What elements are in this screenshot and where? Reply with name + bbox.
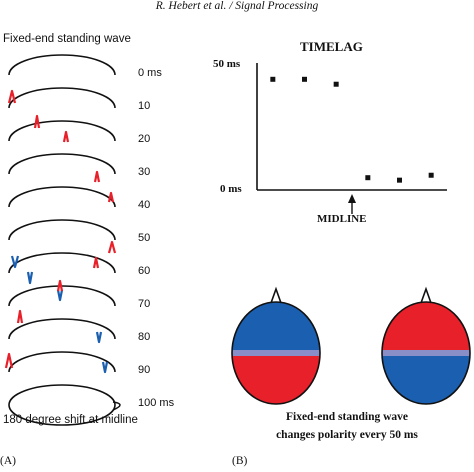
- red-spike: [93, 170, 101, 183]
- panel-a-label: (A): [0, 455, 16, 467]
- head-outline: [231, 301, 321, 405]
- panel-a-title: Fixed-end standing wave: [3, 33, 131, 45]
- head-outline: [381, 301, 471, 405]
- red-spike: [107, 191, 115, 203]
- head-outline-full: [8, 384, 116, 426]
- time-label: 90: [138, 364, 151, 376]
- head-outline-arc: [8, 54, 116, 76]
- time-label: 60: [138, 265, 151, 277]
- head-bottom-half: [382, 353, 470, 404]
- nose-icon: [420, 286, 432, 304]
- time-label: 0 ms: [138, 67, 162, 79]
- running-header: R. Hebert et al. / Signal Processing: [155, 0, 319, 12]
- head-top-half: [382, 302, 470, 353]
- time-label: 40: [138, 199, 151, 211]
- time-label: 80: [138, 331, 151, 343]
- time-label: 20: [138, 133, 151, 145]
- data-point: [397, 177, 402, 183]
- nose-bump: [112, 401, 121, 411]
- red-spike: [7, 89, 17, 104]
- head-outline-arc: [8, 219, 116, 241]
- time-label: 10: [138, 100, 151, 112]
- time-label: 50: [138, 232, 151, 244]
- data-point: [428, 172, 434, 178]
- blue-spike: [10, 255, 20, 269]
- blue-spike: [56, 289, 64, 302]
- data-point: [270, 76, 276, 82]
- y-tick-label-bottom: 0 ms: [220, 183, 242, 195]
- head-outline-arc: [8, 153, 116, 175]
- data-point: [365, 175, 371, 181]
- nose-icon: [270, 286, 282, 304]
- panel-b-label: (B): [232, 455, 248, 467]
- red-spike: [16, 309, 24, 324]
- head-midline-band: [382, 350, 470, 356]
- red-spike: [33, 114, 41, 129]
- head-outline-arc: [8, 120, 116, 142]
- time-label: 100 ms: [138, 397, 175, 409]
- data-point: [333, 81, 339, 87]
- blue-spike: [101, 361, 109, 374]
- midline-arrow-icon: [348, 194, 356, 203]
- time-label: 70: [138, 298, 151, 310]
- data-point: [302, 76, 307, 82]
- chart-title: TIMELAG: [300, 39, 363, 54]
- red-spike: [92, 256, 100, 269]
- midline-annotation: MIDLINE: [317, 213, 367, 225]
- time-label: 30: [138, 166, 151, 178]
- panel-a-caption: 180 degree shift at midline: [3, 414, 138, 426]
- panel-b-caption-line1: Fixed-end standing wave: [285, 411, 409, 423]
- red-spike: [107, 240, 117, 254]
- head-bottom-half: [232, 353, 320, 404]
- red-spike: [56, 279, 64, 292]
- y-tick-label-top: 50 ms: [213, 58, 241, 70]
- blue-spike: [95, 331, 103, 344]
- head-top-half: [232, 302, 320, 353]
- panel-b-caption-line2: changes polarity every 50 ms: [276, 429, 418, 441]
- red-spike: [4, 352, 14, 369]
- red-spike: [62, 130, 70, 143]
- head-outline-arc: [8, 351, 116, 373]
- head-outline-arc: [8, 318, 116, 340]
- blue-spike: [26, 271, 34, 285]
- head-midline-band: [232, 350, 320, 356]
